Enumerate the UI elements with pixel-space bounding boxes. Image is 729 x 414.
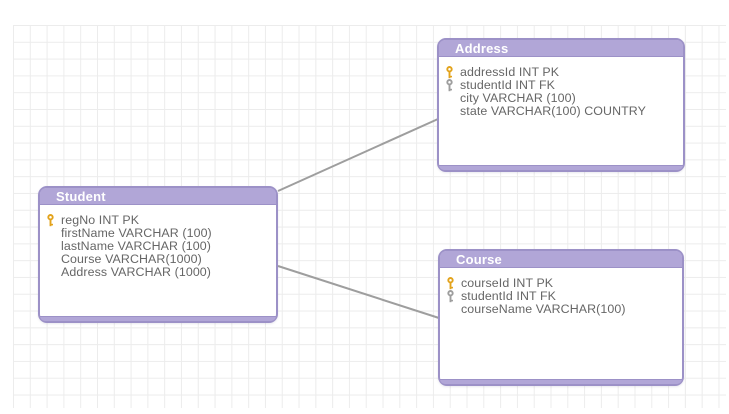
entity-student-fields: regNo INT PK firstName VARCHAR (100) las… [40, 205, 276, 279]
field-row: studentId INT FK [439, 78, 683, 92]
entity-course-fields: courseId INT PK studentId INT FK courseN… [440, 268, 682, 316]
field-row: Course VARCHAR(1000) [40, 252, 276, 266]
column-definition: studentId INT FK [460, 78, 556, 92]
column-definition: firstName VARCHAR (100) [61, 226, 212, 240]
field-row: firstName VARCHAR (100) [40, 226, 276, 240]
foreign-key-icon [446, 78, 453, 91]
connector-student-course[interactable] [277, 265, 440, 319]
entity-address-header: Address [439, 40, 683, 57]
field-row: Address VARCHAR (1000) [40, 265, 276, 279]
field-row: courseId INT PK [440, 276, 682, 290]
connector-student-address[interactable] [277, 118, 439, 192]
column-definition: studentId INT FK [461, 289, 557, 303]
column-definition: Course VARCHAR(1000) [61, 252, 202, 266]
entity-student-footer [40, 316, 276, 321]
field-row: regNo INT PK [40, 213, 276, 227]
entity-course-footer [440, 379, 682, 384]
field-row: city VARCHAR (100) [439, 91, 683, 105]
primary-key-icon [47, 213, 54, 226]
field-row: state VARCHAR(100) COUNTRY [439, 104, 683, 118]
entity-course[interactable]: Course courseId INT PK studentId INT FK [438, 249, 684, 386]
entity-student-header: Student [40, 188, 276, 205]
entity-address-fields: addressId INT PK studentId INT FK city V… [439, 57, 683, 118]
entity-student[interactable]: Student regNo INT PK firstName VARCHAR (… [38, 186, 278, 323]
primary-key-icon [446, 65, 453, 78]
column-definition: courseId INT PK [461, 276, 554, 290]
entity-course-header: Course [440, 251, 682, 268]
entity-address[interactable]: Address addressId INT PK studentId INT F… [437, 38, 685, 172]
primary-key-icon [447, 276, 454, 289]
column-definition: state VARCHAR(100) COUNTRY [460, 104, 646, 118]
column-definition: addressId INT PK [460, 65, 560, 79]
field-row: courseName VARCHAR(100) [440, 302, 682, 316]
column-definition: courseName VARCHAR(100) [461, 302, 626, 316]
entity-student-title: Student [56, 188, 106, 204]
entity-address-title: Address [455, 40, 509, 56]
column-definition: regNo INT PK [61, 213, 140, 227]
entity-address-footer [439, 165, 683, 170]
field-row: addressId INT PK [439, 65, 683, 79]
column-definition: Address VARCHAR (1000) [61, 265, 212, 279]
column-definition: lastName VARCHAR (100) [61, 239, 212, 253]
field-row: studentId INT FK [440, 289, 682, 303]
foreign-key-icon [447, 289, 454, 302]
field-row: lastName VARCHAR (100) [40, 239, 276, 253]
entity-course-title: Course [456, 251, 502, 267]
column-definition: city VARCHAR (100) [460, 91, 576, 105]
